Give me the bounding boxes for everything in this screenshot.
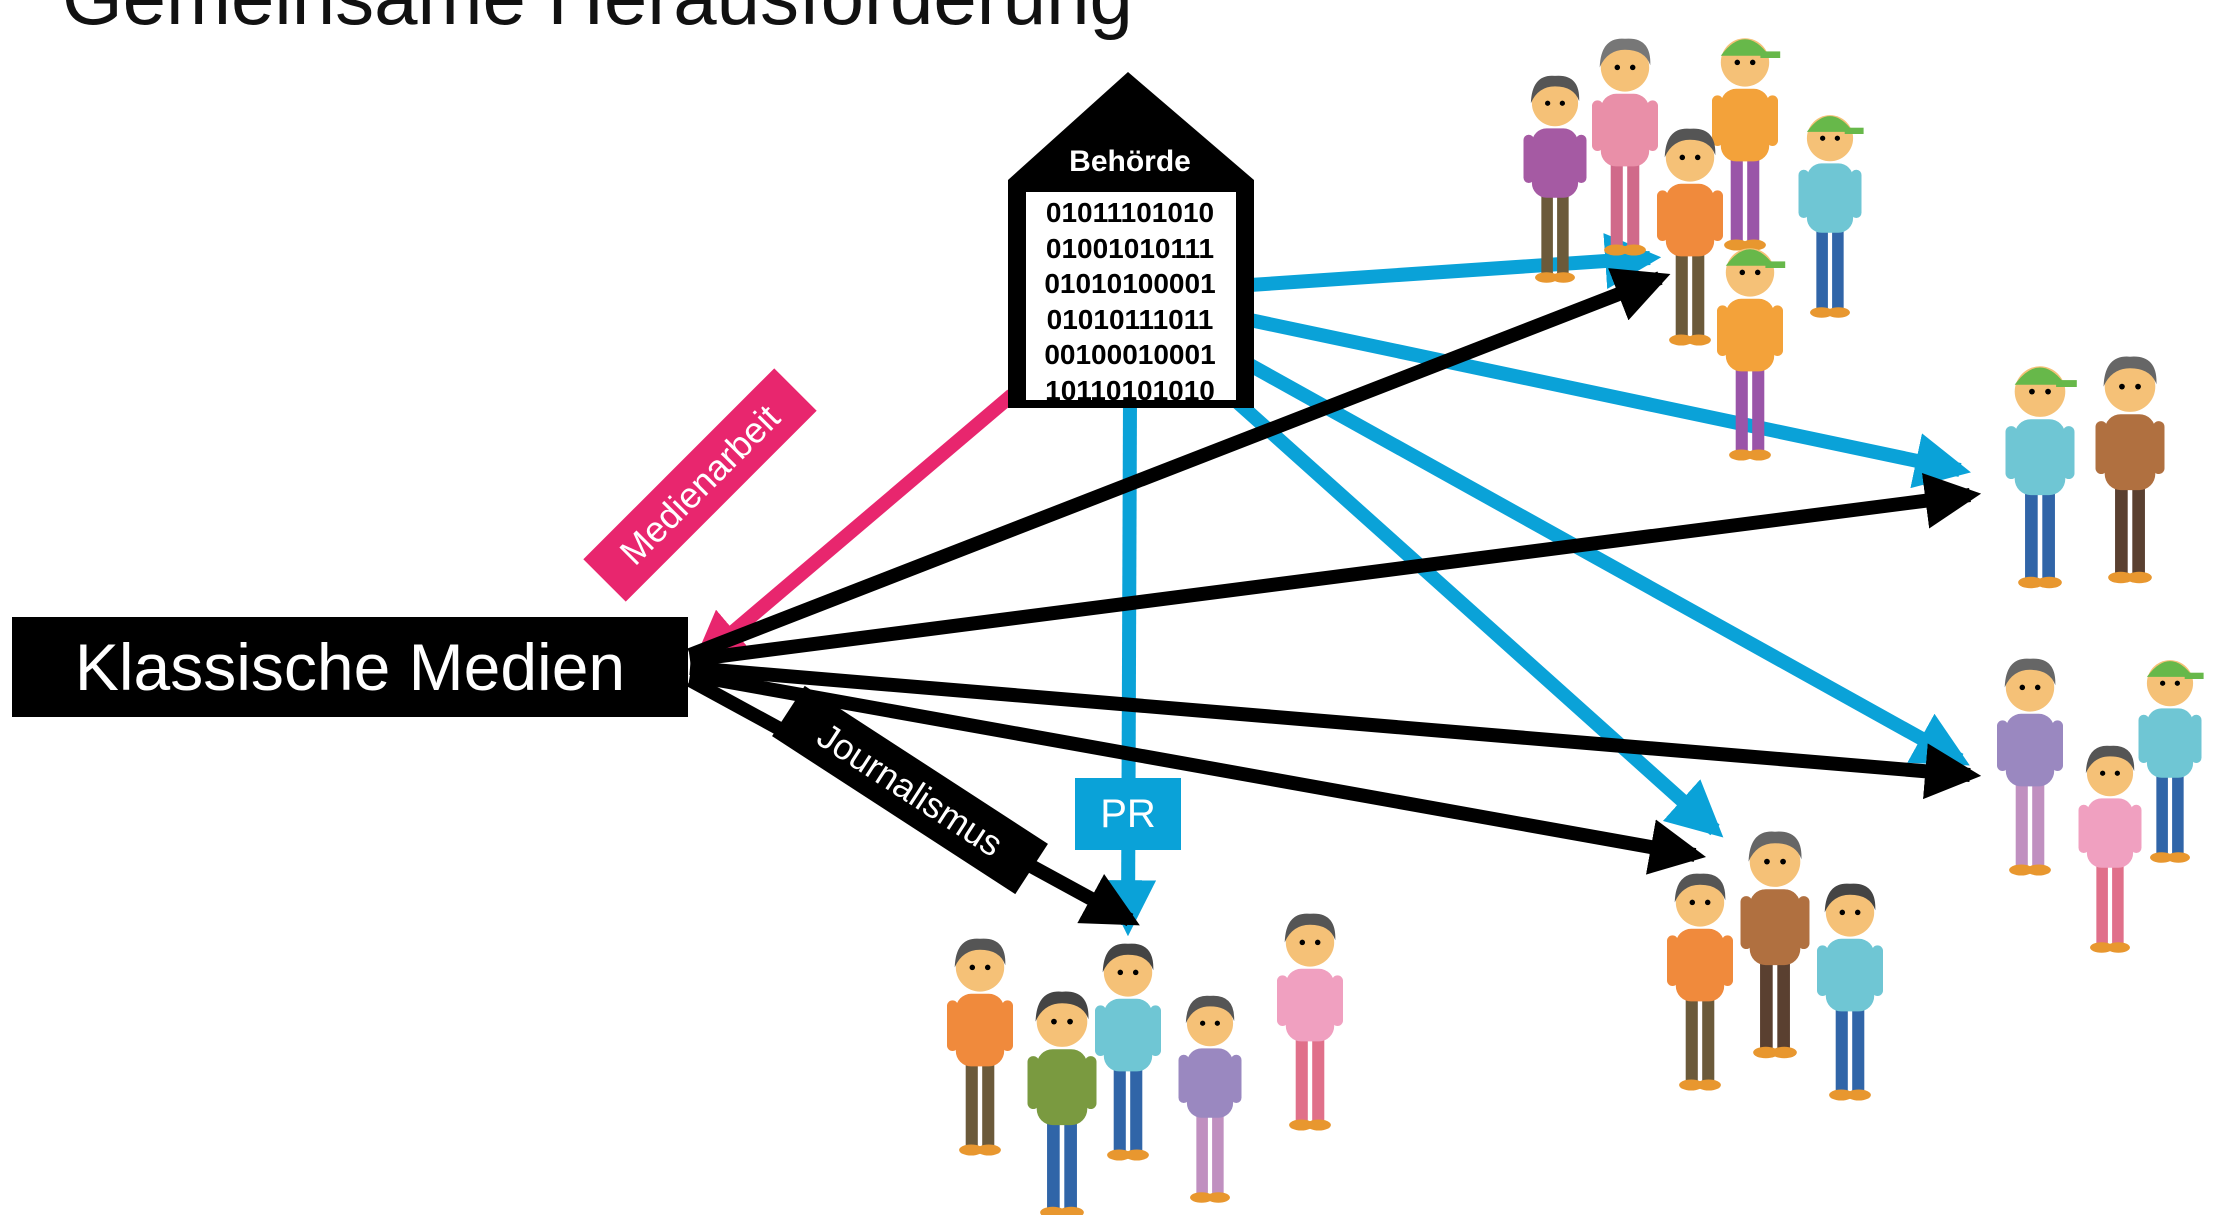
media-relations-arrow [691, 389, 1017, 668]
person-figure [1817, 883, 1883, 1101]
journalism-arrows [686, 268, 1982, 927]
person-figure [1178, 995, 1242, 1203]
binary-data: 01011101010 01001010111 01010100001 0101… [1030, 195, 1230, 408]
person-figure [1277, 913, 1343, 1131]
binary-line: 01010111011 [1046, 303, 1214, 335]
authority-label: Behörde [1069, 145, 1191, 178]
person-figure [1740, 831, 1810, 1059]
slide-title: Gemeinsame Herausforderung [62, 0, 1133, 43]
binary-line: 01001010111 [1045, 232, 1215, 264]
journalism-arrow-right-pair [689, 472, 1982, 667]
person-figure [1667, 873, 1733, 1091]
pr-arrow-bottom-middle [1230, 394, 1724, 838]
pr-arrow-far-right [1246, 358, 1970, 767]
group-bottom-center [947, 913, 1343, 1215]
building-window [1026, 192, 1236, 400]
person-figure [1657, 128, 1723, 346]
binary-line: 01011101010 [1045, 197, 1215, 228]
person-figure [2138, 660, 2204, 863]
person-figure [1798, 115, 1864, 318]
group-right-pair [2005, 356, 2165, 589]
person-figure [1523, 75, 1587, 283]
person-figure [2095, 356, 2165, 584]
person-figure [1997, 658, 2063, 876]
group-top-right [1523, 38, 1864, 461]
person-figure [2005, 366, 2077, 589]
person-figure [1717, 248, 1786, 461]
pr-label: PR [1075, 778, 1181, 850]
journalism-arrow-bottom-middle [688, 668, 1707, 875]
classic-media-box: Klassische Medien [12, 617, 688, 717]
group-bottom-middle [1667, 831, 1883, 1101]
pr-arrow-top-group [1249, 233, 1662, 292]
journalism-arrow-top-group [687, 268, 1671, 662]
binary-line: 10110101010 [1045, 374, 1215, 406]
person-figure [1095, 943, 1161, 1161]
person-figure [1027, 991, 1097, 1215]
binary-line: 01010100001 [1044, 268, 1216, 299]
person-figure [2078, 745, 2142, 953]
audience-groups [947, 38, 2204, 1215]
binary-line: 00100010001 [1044, 339, 1216, 370]
pr-arrows [1100, 233, 1971, 937]
person-figure [1592, 38, 1658, 256]
authority-building [1008, 72, 1254, 408]
group-far-right [1997, 658, 2204, 953]
person-figure [1712, 38, 1781, 251]
person-figure [947, 938, 1013, 1156]
journalism-arrow-far-right [689, 661, 1982, 800]
pr-arrow-right-pair [1248, 313, 1971, 489]
